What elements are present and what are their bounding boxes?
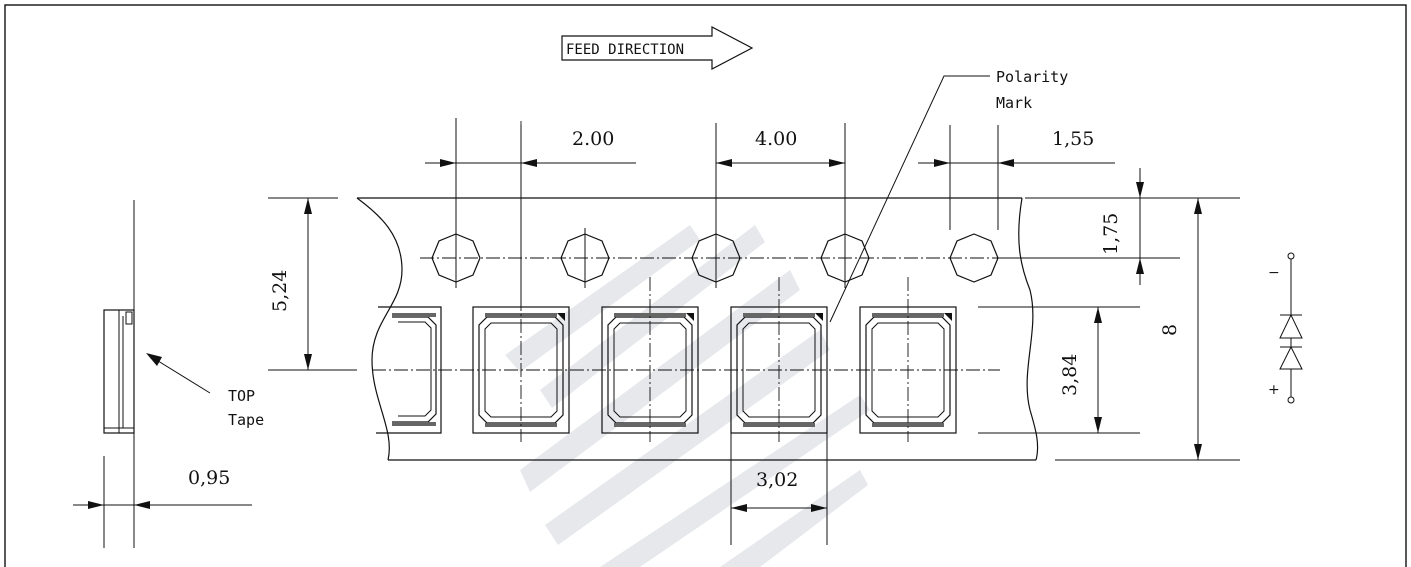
top-tape-label-line2: Tape [228,411,264,429]
carrier-tape [356,197,1039,461]
dim-1-55-label: 1,55 [1052,128,1094,150]
pocket [730,277,828,442]
pocket [601,277,699,442]
polarity-mark-callout: Polarity Mark [829,68,1068,323]
dim-4-00-label: 4.00 [755,128,797,150]
dim-0-95-label: 0,95 [188,467,230,489]
polarity-label-line1: Polarity [996,68,1068,86]
pocket [859,277,957,442]
sprocket-hole [820,123,870,288]
sprocket-holes [431,118,999,288]
dimension-2-00: 2.00 [425,125,636,307]
drawing-frame [4,4,1407,567]
sprocket-hole [431,118,481,288]
sprocket-hole [691,123,741,288]
dimension-3-02: 3,02 [730,433,828,545]
dim-8-label: 8 [1159,324,1181,336]
pocket [376,306,442,434]
dim-5-24-label: 5,24 [269,270,291,312]
top-tape-label-line1: TOP [228,387,255,405]
diode-plus-label: + [1268,382,1280,398]
sprocket-hole [560,228,610,288]
diode-symbol: − + [1268,252,1303,404]
diode-minus-label: − [1268,265,1280,281]
dimension-4-00: 4.00 [716,128,845,167]
dim-3-02-label: 3,02 [756,469,798,491]
sprocket-hole [949,233,999,283]
dimension-8: 8 [1055,198,1240,461]
dimension-1-75: 1,75 [1000,168,1240,285]
dim-3-84-label: 3,84 [1059,354,1081,396]
feed-direction-label: FEED DIRECTION [566,42,684,58]
dim-2-00-label: 2.00 [572,128,614,150]
dimension-3-84: 3,84 [978,306,1140,434]
dim-1-75-label: 1,75 [1100,213,1122,255]
feed-direction-arrow: FEED DIRECTION [561,26,754,70]
pockets [376,121,957,442]
tape-side-view: 0,95 TOP Tape [73,200,264,548]
dimension-1-55: 1,55 [918,125,1115,230]
polarity-label-line2: Mark [996,94,1032,112]
dimension-5-24: 5,24 [268,197,338,370]
